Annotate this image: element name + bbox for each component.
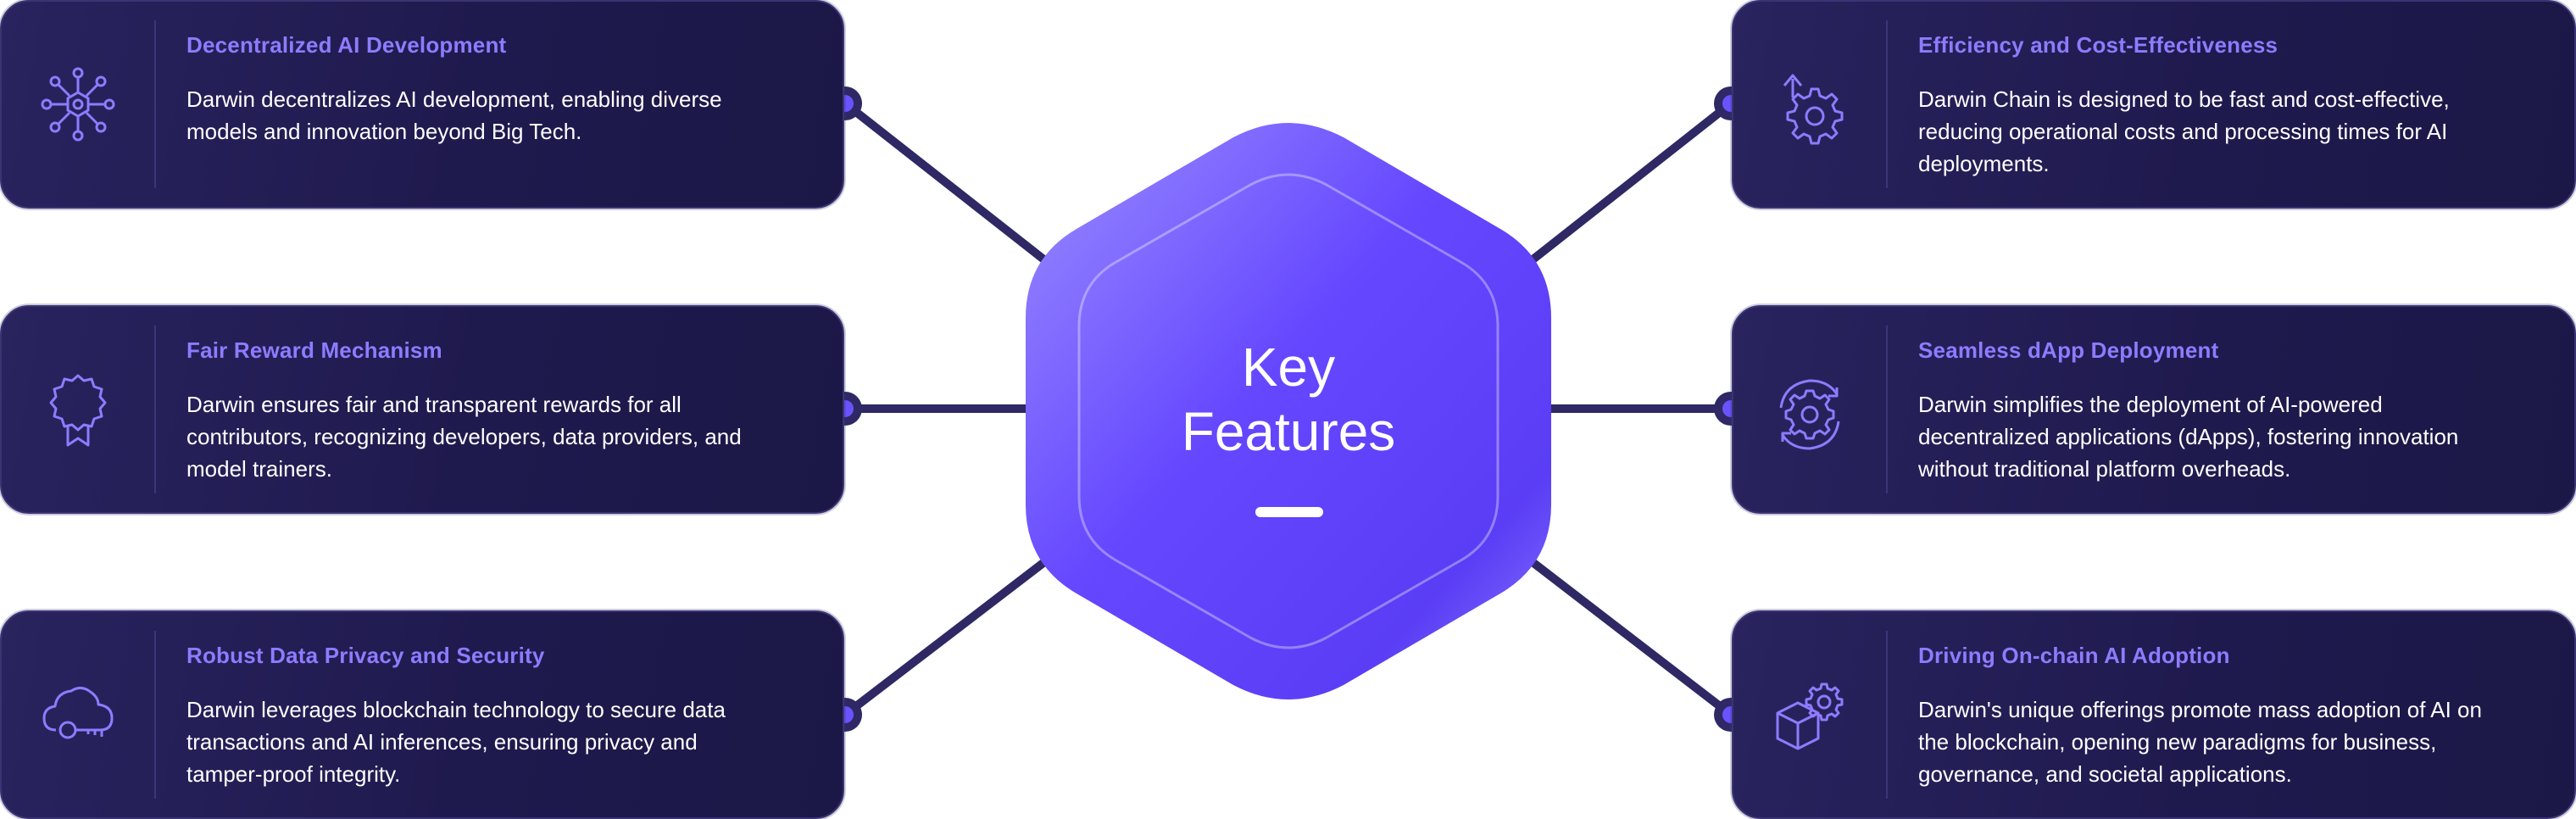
feature-description-line: Darwin's unique offerings promote mass a…	[1918, 697, 2482, 722]
feature-card-onchain-adoption: Driving On-chain AI Adoption Darwin's un…	[1732, 610, 2576, 819]
gear-cycle-icon	[1779, 379, 1840, 450]
center-title-line-2: Features	[1181, 401, 1396, 462]
feature-icon-wrap	[2, 2, 154, 207]
feature-description: Darwin ensures fair and transparent rewa…	[186, 388, 809, 485]
feature-icon-wrap	[1733, 2, 1886, 207]
feature-description-line: Darwin leverages blockchain technology t…	[186, 697, 726, 722]
card-divider	[154, 631, 156, 799]
feature-description-line: governance, and societal applications.	[1918, 761, 2292, 787]
feature-title: Seamless dApp Deployment	[1918, 337, 2219, 363]
feature-card-decentralized-ai: Decentralized AI Development Darwin dece…	[0, 0, 844, 209]
connector-line-6	[1503, 538, 1735, 719]
feature-description: Darwin decentralizes AI development, ena…	[186, 83, 809, 148]
center-hexagon: Key Features	[1021, 119, 1555, 704]
center-title: Key Features	[1021, 335, 1555, 464]
feature-title: Robust Data Privacy and Security	[186, 643, 545, 668]
feature-title: Fair Reward Mechanism	[186, 337, 442, 363]
feature-icon-wrap	[2, 307, 154, 512]
feature-card-data-privacy: Robust Data Privacy and Security Darwin …	[0, 610, 844, 819]
center-title-line-1: Key	[1241, 337, 1336, 398]
feature-description-line: decentralized applications (dApps), fost…	[1918, 424, 2459, 449]
connector-line-3	[841, 538, 1074, 719]
feature-card-dapp-deployment: Seamless dApp Deployment Darwin simplifi…	[1732, 305, 2576, 514]
center-dash	[1255, 507, 1323, 517]
feature-title: Decentralized AI Development	[186, 32, 507, 58]
feature-description-line: without traditional platform overheads.	[1918, 456, 2291, 482]
feature-icon-wrap	[2, 612, 154, 817]
feature-description: Darwin's unique offerings promote mass a…	[1918, 694, 2540, 790]
feature-description: Darwin simplifies the deployment of AI-p…	[1918, 388, 2540, 485]
award-ribbon-icon	[49, 374, 107, 447]
gear-arrow-up-icon	[1783, 74, 1844, 145]
feature-description-line: Darwin decentralizes AI development, ena…	[186, 86, 722, 112]
cube-gear-icon	[1776, 682, 1844, 750]
card-divider	[1886, 326, 1888, 493]
feature-card-efficiency: Efficiency and Cost-Effectiveness Darwin…	[1732, 0, 2576, 209]
feature-description-line: transactions and AI inferences, ensuring…	[186, 729, 698, 755]
feature-description-line: reducing operational costs and processin…	[1918, 119, 2448, 144]
card-divider	[1886, 20, 1888, 188]
hexagon-shape	[1026, 123, 1551, 699]
card-divider	[1886, 631, 1888, 799]
feature-title: Efficiency and Cost-Effectiveness	[1918, 32, 2278, 58]
feature-description: Darwin Chain is designed to be fast and …	[1918, 83, 2540, 180]
feature-description-line: Darwin ensures fair and transparent rewa…	[186, 392, 682, 417]
connector-line-4	[1503, 99, 1735, 284]
feature-description-line: model trainers.	[186, 456, 332, 482]
card-divider	[154, 326, 156, 493]
feature-description-line: models and innovation beyond Big Tech.	[186, 119, 582, 144]
network-nodes-icon	[41, 67, 115, 142]
feature-description-line: deployments.	[1918, 151, 2050, 176]
cloud-key-icon	[42, 687, 114, 739]
feature-description-line: tamper-proof integrity.	[186, 761, 401, 787]
feature-description-line: the blockchain, opening new paradigms fo…	[1918, 729, 2437, 755]
feature-description-line: Darwin Chain is designed to be fast and …	[1918, 86, 2450, 112]
feature-icon-wrap	[1733, 307, 1886, 512]
card-divider	[154, 20, 156, 188]
feature-icon-wrap	[1733, 612, 1886, 817]
feature-description-line: Darwin simplifies the deployment of AI-p…	[1918, 392, 2383, 417]
feature-description: Darwin leverages blockchain technology t…	[186, 694, 809, 790]
feature-description-line: contributors, recognizing developers, da…	[186, 424, 742, 449]
feature-title: Driving On-chain AI Adoption	[1918, 643, 2230, 668]
feature-card-fair-reward: Fair Reward Mechanism Darwin ensures fai…	[0, 305, 844, 514]
connector-line-1	[841, 99, 1074, 284]
